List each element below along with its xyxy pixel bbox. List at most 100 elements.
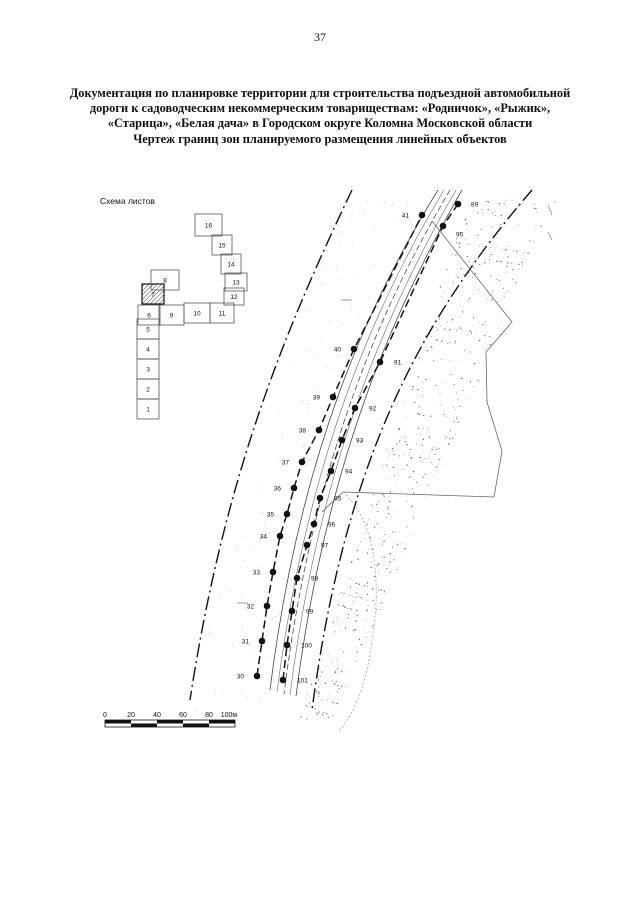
boundary-point-label-95: 95: [334, 496, 342, 503]
sheet-label-7: 7: [151, 292, 155, 299]
boundary-point-97: [303, 541, 311, 549]
outer-boundary-left: [189, 189, 353, 701]
scale-tick-label: 20: [127, 712, 135, 719]
boundary-point-label-38: 38: [299, 428, 307, 435]
boundary-point-label-101: 101: [297, 678, 308, 685]
sheet-label-6: 6: [147, 313, 151, 320]
boundary-point-40: [350, 345, 358, 353]
title-line-1: Документация по планировке территории дл…: [69, 86, 571, 100]
boundary-point-32: [263, 602, 271, 610]
minor-annotations: [237, 204, 553, 604]
boundary-point-34: [276, 532, 284, 540]
sheet-label-8: 8: [163, 278, 167, 285]
boundary-point-label-31: 31: [242, 639, 250, 646]
boundary-point-100: [283, 641, 291, 649]
boundary-point-99: [288, 607, 296, 615]
boundary-point-label-100: 100: [301, 643, 312, 650]
boundary-point-label-35: 35: [267, 512, 275, 519]
boundary-point-label-41: 41: [402, 213, 410, 220]
boundary-point-101: [279, 676, 287, 684]
boundary-point-92: [351, 404, 359, 412]
boundary-point-label-98: 98: [311, 576, 319, 583]
title-line-4: Чертеж границ зон планируемого размещени…: [133, 131, 507, 146]
boundary-point-label-40: 40: [334, 347, 342, 354]
boundary-point-39: [329, 393, 337, 401]
boundary-point-94: [327, 467, 335, 475]
zone-boundary-left: [256, 214, 423, 677]
boundary-point-label-33: 33: [253, 570, 261, 577]
boundary-point-label-37: 37: [282, 460, 290, 467]
sheet-scheme-label: Схема листов: [100, 196, 155, 206]
boundary-point-label-36: 36: [274, 486, 282, 493]
boundary-point-35: [283, 510, 291, 518]
parcel-outline-lower: [339, 491, 377, 731]
parcel-outline: [321, 220, 513, 513]
sheet-13: [224, 272, 248, 292]
boundary-point-label-32: 32: [247, 604, 255, 611]
title-line-3: «Старица», «Белая дача» в Городском окру…: [107, 116, 533, 131]
boundary-point-89: [454, 200, 462, 208]
sheet-6: [137, 304, 161, 326]
boundary-point-91: [376, 358, 384, 366]
outer-boundary-right: [311, 189, 533, 711]
boundary-point-98: [293, 574, 301, 582]
boundary-point-label-92: 92: [369, 406, 377, 413]
boundary-point-95: [316, 494, 324, 502]
sheet-label-11: 11: [219, 311, 226, 318]
boundary-point-37: [298, 458, 306, 466]
boundary-point-label-99: 99: [306, 609, 314, 616]
sheet-label-2: 2: [146, 387, 150, 394]
scale-tick-label: 100м: [221, 712, 238, 719]
scale-tick-label: 80: [205, 712, 213, 719]
sheet-label-15: 15: [218, 243, 226, 250]
boundary-point-31: [258, 637, 266, 645]
boundary-point-label-94: 94: [345, 469, 353, 476]
boundary-point-label-89: 89: [471, 202, 479, 209]
document-title: Документация по планировке территории дл…: [40, 86, 600, 147]
sheet-label-4: 4: [146, 347, 150, 354]
boundary-point-label-34: 34: [260, 534, 268, 541]
sheet-label-12: 12: [230, 294, 238, 301]
sheet-11: [209, 302, 235, 324]
sheet-14: [220, 253, 242, 275]
sheet-5: [136, 318, 160, 340]
boundary-point-96: [310, 520, 318, 528]
sheet-label-10: 10: [193, 311, 201, 318]
sheet-8: [150, 269, 180, 291]
road-edge-mid-2: [289, 189, 457, 696]
sheet-label-3: 3: [146, 367, 150, 374]
title-line-2: дороги к садоводческим некоммерческим то…: [89, 101, 551, 116]
sheet-label-1: 1: [146, 407, 150, 414]
boundary-point-90: [439, 222, 447, 230]
page-number: 37: [314, 30, 326, 44]
boundary-point-label-97: 97: [321, 543, 329, 550]
scale-bar: 0 20 40 60 80 100м: [103, 712, 238, 728]
boundary-point-36: [290, 484, 298, 492]
boundary-point-33: [269, 568, 277, 576]
boundary-point-label-39: 39: [313, 395, 321, 402]
boundary-point-41: [418, 211, 426, 219]
sheet-label-14: 14: [227, 262, 235, 269]
sheet-label-13: 13: [232, 280, 240, 287]
sheet-16: [194, 213, 223, 237]
road-edge-right: [295, 189, 463, 697]
boundary-point-93: [338, 436, 346, 444]
sheet-label-9: 9: [170, 313, 174, 320]
boundary-point-label-93: 93: [356, 438, 364, 445]
scale-tick-label: 0: [103, 712, 107, 719]
sheet-label-5: 5: [146, 327, 150, 334]
boundary-point-label-90: 90: [456, 232, 464, 239]
boundary-point-label-96: 96: [328, 522, 336, 529]
boundary-point-30: [253, 672, 261, 680]
boundary-point-label-91: 91: [394, 360, 402, 367]
sheet-label-16: 16: [205, 223, 213, 230]
road-edge-mid-1: [276, 189, 445, 693]
scale-tick-label: 60: [179, 712, 187, 719]
boundary-point-38: [315, 426, 323, 434]
road-centerline: [283, 189, 451, 695]
sheet-7: [141, 283, 165, 305]
scale-tick-label: 40: [153, 712, 161, 719]
boundary-point-label-30: 30: [237, 674, 245, 681]
